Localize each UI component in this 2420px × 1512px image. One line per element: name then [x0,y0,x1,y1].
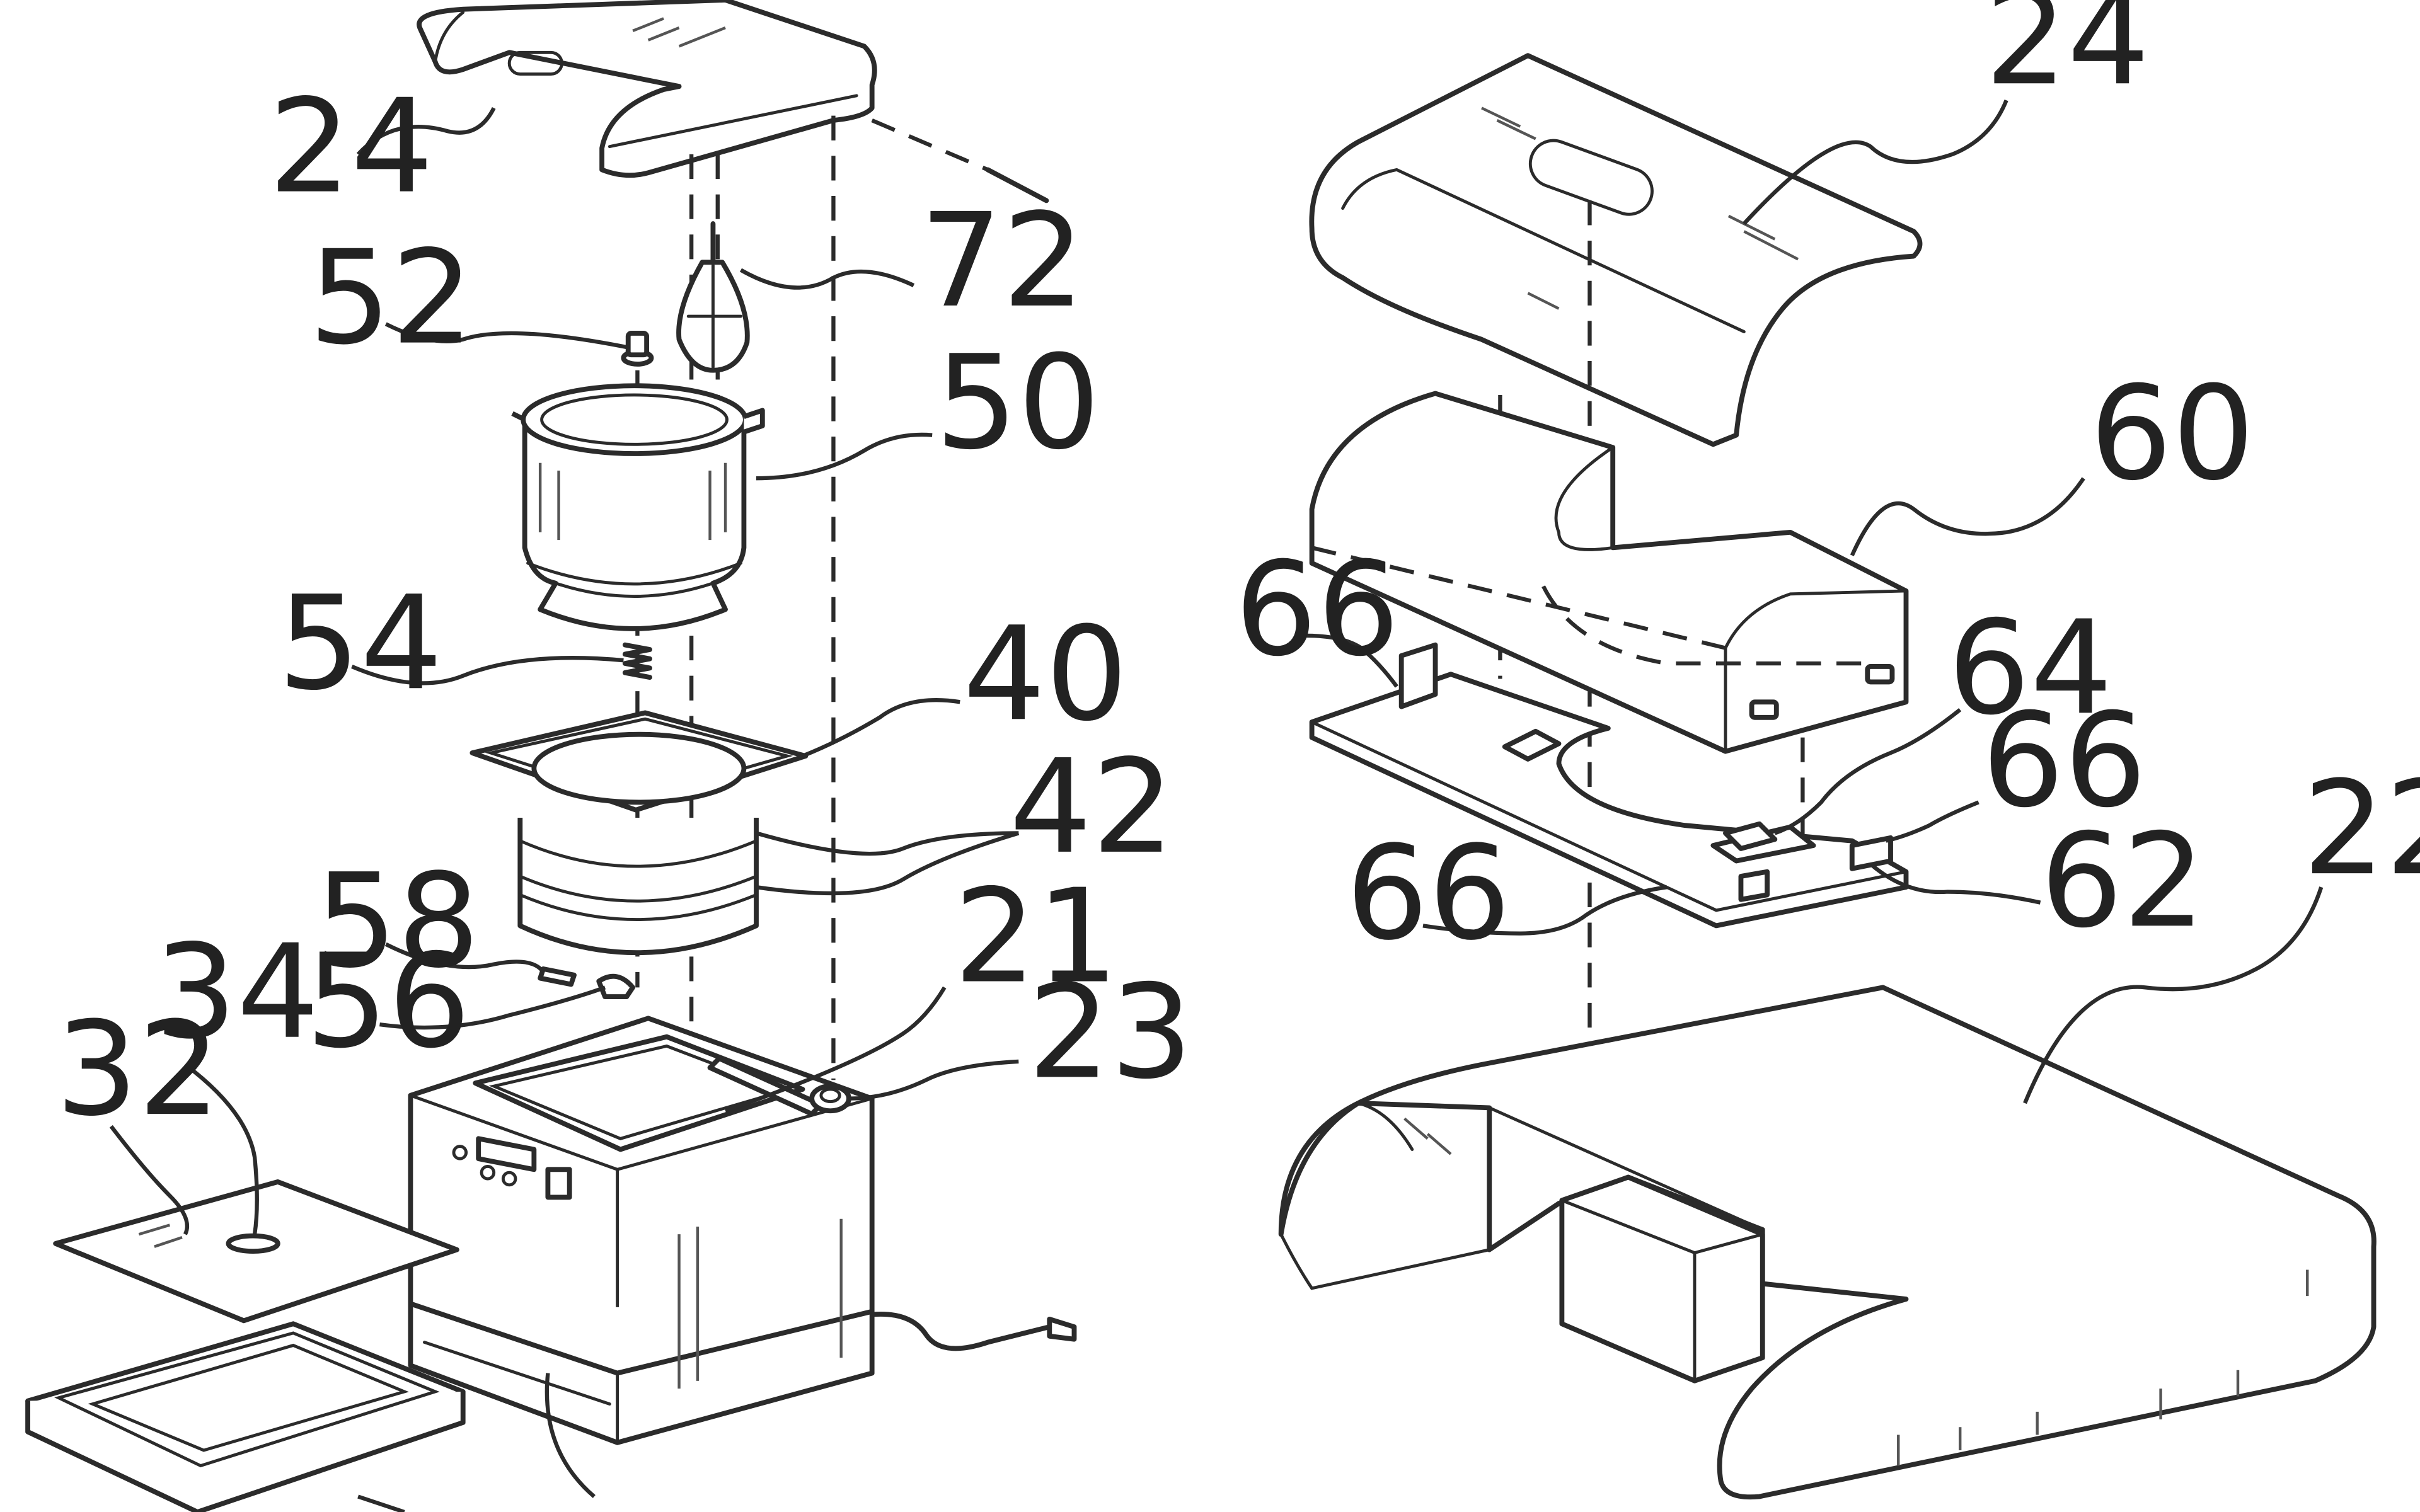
base-unit-21 [408,1016,1077,1445]
label-34: 34 [154,917,320,1068]
label-23: 23 [1028,956,1193,1108]
label-72: 72 [920,185,1085,336]
label-60: 60 [2090,358,2255,509]
label-40: 40 [963,598,1128,750]
label-58: 58 [315,845,480,997]
label-56: 56 [306,925,471,1077]
sensor-56 [596,973,635,999]
switch-64 [1723,821,1778,851]
label-64: 64 [1948,592,2113,743]
label-66-left: 66 [1235,534,1400,685]
clip-66-left [1398,642,1438,709]
probe-axis [871,118,989,172]
clip-66-front [1738,869,1770,902]
label-32: 32 [55,994,221,1145]
label-22: 22 [2303,753,2420,904]
label-54: 54 [278,568,443,719]
cover-24-left [417,0,877,178]
label-66-right: 66 [1981,685,2146,836]
cover-24-right [1309,53,1923,447]
spring-54 [622,642,652,680]
circuit-board-62 [1309,672,1909,929]
clip-66-right [1849,835,1893,871]
right-exploded-assembly [1278,53,2377,1500]
base-22 [1278,985,2377,1500]
electronics-housing-60 [1309,391,1909,754]
label-66-front: 66 [1346,818,1511,969]
label-50: 50 [935,327,1100,478]
drip-tray-34 [25,1321,466,1512]
filter-plate-32 [53,1179,459,1324]
reference-numerals: 24 72 52 50 54 40 42 58 21 56 34 23 32 2… [55,0,2420,1145]
label-52: 52 [309,222,474,374]
nut-52 [621,331,654,367]
label-62: 62 [2041,805,2206,956]
label-21: 21 [954,861,1119,1012]
probe-rod [985,167,1049,203]
label-24-left: 24 [268,71,434,222]
whisk-72 [676,221,750,373]
heater-housing-40 [470,710,809,956]
label-42: 42 [1010,731,1175,883]
pot-50 [511,383,765,631]
connector-58 [538,966,577,987]
left-exploded-assembly [25,0,1077,1512]
label-24-right: 24 [1985,0,2150,114]
